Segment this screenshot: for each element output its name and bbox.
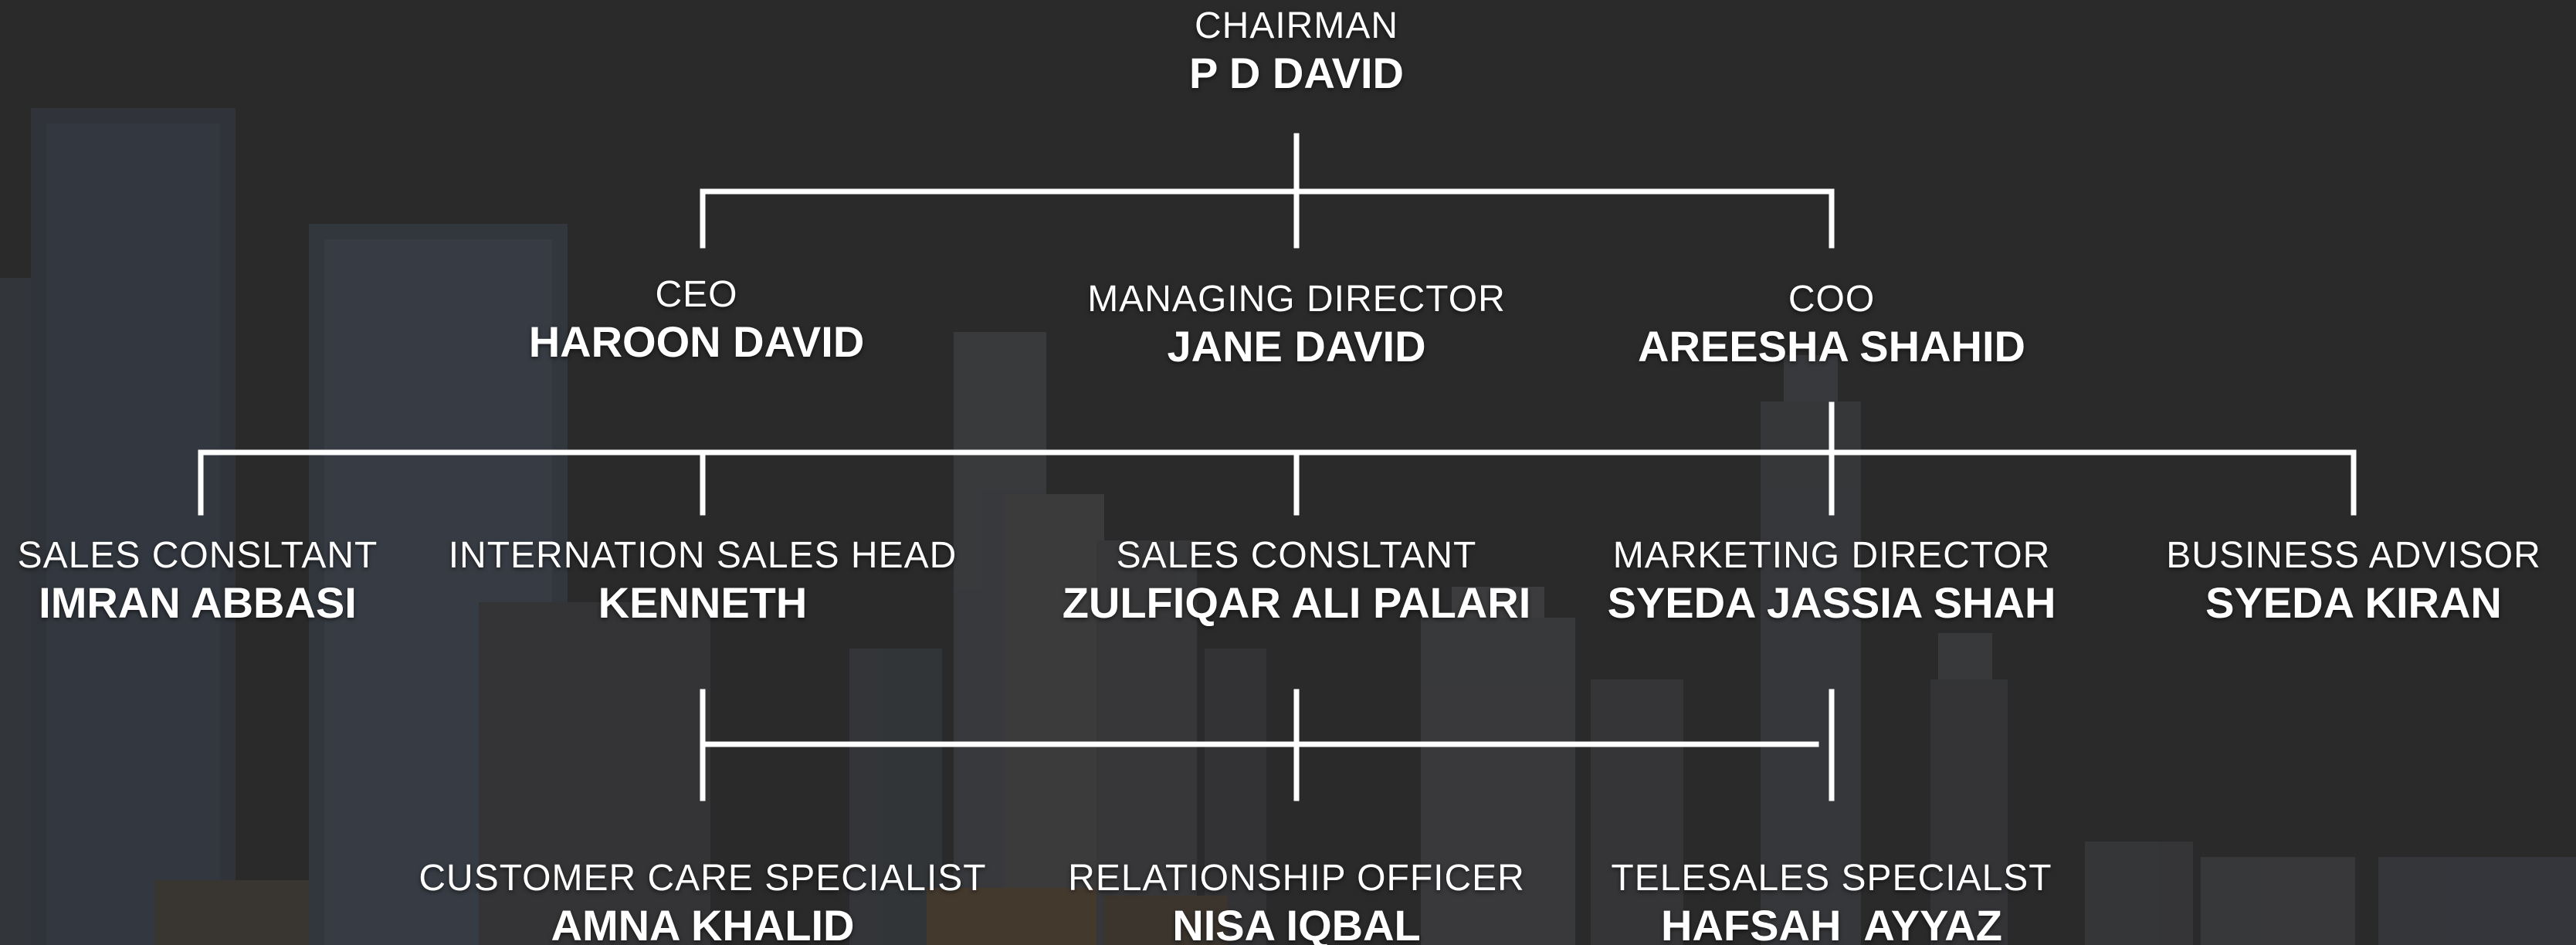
node-name: HAFSAH AYYAZ: [1661, 901, 2002, 945]
node-role: RELATIONSHIP OFFICER: [1068, 858, 1525, 899]
node-name: IMRAN ABBASI: [39, 578, 357, 627]
node-customer-care-specialist: CUSTOMER CARE SPECIALIST AMNA KHALID: [419, 857, 986, 945]
node-name: JANE DAVID: [1167, 322, 1426, 371]
node-role: TELESALES SPECIALST: [1611, 858, 2052, 899]
node-name: NISA IQBAL: [1172, 901, 1421, 945]
node-sales-consultant-2: SALES CONSLTANT ZULFIQAR ALI PALARI: [1063, 534, 1531, 628]
node-business-advisor: BUSINESS ADVISOR SYEDA KIRAN: [2166, 534, 2540, 628]
node-role: COO: [1788, 279, 1876, 320]
node-role: CUSTOMER CARE SPECIALIST: [419, 858, 987, 899]
node-name: SYEDA JASSIA SHAH: [1607, 578, 2056, 627]
node-relationship-officer: RELATIONSHIP OFFICER NISA IQBAL: [1068, 857, 1525, 945]
node-name: SYEDA KIRAN: [2205, 578, 2502, 627]
node-role: BUSINESS ADVISOR: [2166, 535, 2541, 576]
node-name: HAROON DAVID: [528, 317, 865, 366]
node-role: CHAIRMAN: [1194, 5, 1399, 46]
node-marketing-director: MARKETING DIRECTOR SYEDA JASSIA SHAH: [1608, 534, 2056, 628]
node-name: AREESHA SHAHID: [1638, 322, 2025, 371]
node-name: P D DAVID: [1189, 49, 1404, 97]
node-sales-consultant-1: SALES CONSLTANT IMRAN ABBASI: [18, 534, 378, 628]
node-managing-director: MANAGING DIRECTOR JANE DAVID: [1087, 278, 1505, 372]
node-name: ZULFIQAR ALI PALARI: [1062, 578, 1531, 627]
node-role: SALES CONSLTANT: [1116, 535, 1477, 576]
node-international-sales-head: INTERNATION SALES HEAD KENNETH: [449, 534, 958, 628]
node-role: MANAGING DIRECTOR: [1087, 279, 1506, 320]
node-chairman: CHAIRMAN P D DAVID: [1189, 5, 1404, 99]
node-name: KENNETH: [598, 578, 808, 627]
node-ceo: CEO HAROON DAVID: [529, 273, 865, 368]
node-role: MARKETING DIRECTOR: [1612, 535, 2051, 576]
node-name: AMNA KHALID: [551, 901, 855, 945]
node-coo: COO AREESHA SHAHID: [1638, 278, 2025, 372]
node-role: INTERNATION SALES HEAD: [448, 535, 958, 576]
node-role: SALES CONSLTANT: [17, 535, 378, 576]
node-telesales-specialist: TELESALES SPECIALST HAFSAH AYYAZ: [1611, 857, 2052, 945]
node-role: CEO: [655, 274, 738, 315]
